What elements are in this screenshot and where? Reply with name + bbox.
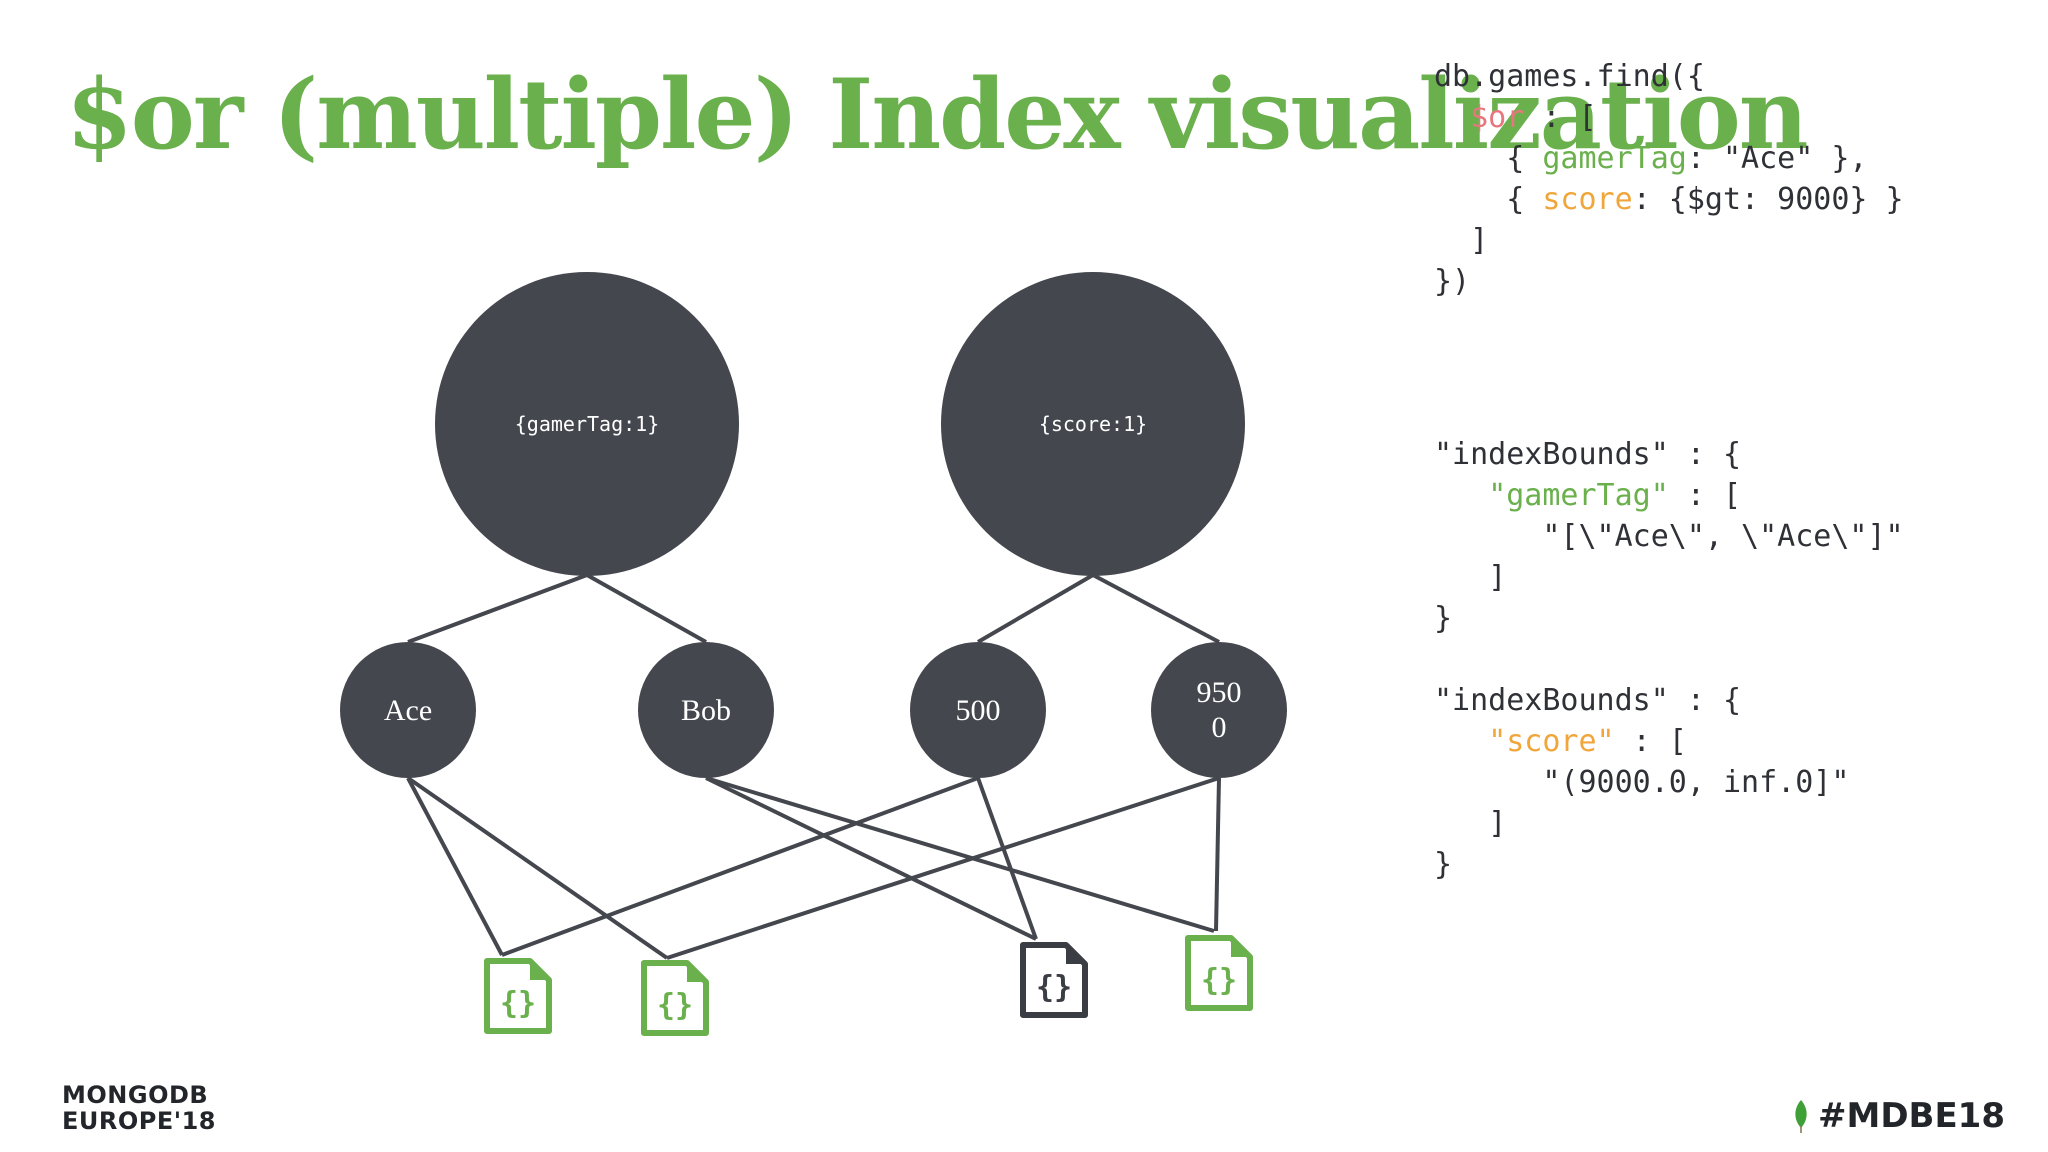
code-line: }) bbox=[1434, 264, 1471, 299]
key-node-label-line1: 950 bbox=[1197, 676, 1242, 709]
edge-score-500 bbox=[976, 573, 1095, 644]
code-text: : [ bbox=[1614, 724, 1687, 759]
bounds-value: "(9000.0, inf.0]" bbox=[1542, 765, 1850, 800]
json-document-icon: {} bbox=[1185, 935, 1253, 1011]
slide-title: $or (multiple) Index visualization bbox=[66, 58, 1809, 171]
index-bounds-score: "indexBounds" : { "score" : [ "(9000.0, … bbox=[1434, 680, 1849, 885]
gamertag-key: "gamerTag" bbox=[1488, 478, 1669, 513]
root-node-label: {score:1} bbox=[1039, 412, 1147, 436]
key-node-9500: 950 0 bbox=[1151, 642, 1287, 778]
event-brand-logo: MONGODB EUROPE'18 bbox=[62, 1082, 216, 1134]
edge-gamertag-ace bbox=[407, 573, 588, 644]
code-line: } bbox=[1434, 847, 1453, 882]
score-key: score bbox=[1542, 182, 1633, 217]
edge-score-9500 bbox=[1092, 573, 1220, 644]
code-line: } bbox=[1434, 601, 1453, 636]
edge-9500-doc4 bbox=[1214, 777, 1221, 932]
braces-glyph: {} bbox=[500, 986, 536, 1021]
index-bounds-gamertag: "indexBounds" : { "gamerTag" : [ "[\"Ace… bbox=[1434, 434, 1904, 639]
edge-gamertag-bob bbox=[586, 573, 707, 644]
code-text: : [ bbox=[1524, 100, 1597, 135]
brand-line: MONGODB bbox=[62, 1081, 209, 1109]
braces-glyph: {} bbox=[657, 988, 693, 1023]
code-line: ] bbox=[1434, 223, 1489, 258]
key-node-label: Ace bbox=[384, 694, 432, 727]
code-text: : [ bbox=[1668, 478, 1742, 513]
query-code-block: db.games.find({ $or : [ { gamerTag: "Ace… bbox=[1434, 56, 1904, 302]
code-line: "indexBounds" : { bbox=[1434, 437, 1742, 472]
code-text: : "Ace" }, bbox=[1686, 141, 1868, 176]
edge-bob-doc3 bbox=[705, 776, 1037, 941]
gamertag-key: gamerTag bbox=[1542, 141, 1687, 176]
document-icons: {} {} {} {} bbox=[484, 935, 1253, 1036]
braces-glyph: {} bbox=[1201, 963, 1237, 998]
json-document-icon: {} bbox=[484, 958, 552, 1034]
or-operator: $or bbox=[1470, 100, 1525, 135]
edge-500-doc1 bbox=[501, 776, 979, 957]
edge-500-doc3 bbox=[976, 777, 1038, 940]
bounds-value: "[\"Ace\", \"Ace\"]" bbox=[1542, 519, 1904, 554]
code-text: { bbox=[1434, 141, 1543, 176]
tree-edges bbox=[406, 573, 1221, 960]
json-document-icon: {} bbox=[641, 960, 709, 1036]
key-node-bob: Bob bbox=[638, 642, 774, 778]
json-document-icon: {} bbox=[1020, 942, 1088, 1018]
code-line: "indexBounds" : { bbox=[1434, 683, 1742, 718]
edge-9500-doc2 bbox=[666, 776, 1220, 960]
event-hashtag: #MDBE18 bbox=[1792, 1096, 2005, 1136]
root-node-gamertag: {gamerTag:1} bbox=[435, 272, 739, 576]
mongodb-leaf-icon bbox=[1795, 1100, 1807, 1133]
code-text: { bbox=[1434, 182, 1543, 217]
root-node-score: {score:1} bbox=[941, 272, 1245, 576]
code-line: ] bbox=[1488, 560, 1507, 595]
key-node-label: Bob bbox=[681, 694, 731, 727]
edge-ace-doc1 bbox=[406, 777, 504, 956]
code-line: db.games.find({ bbox=[1434, 59, 1705, 94]
hashtag-text: #MDBE18 bbox=[1818, 1096, 2005, 1136]
key-node-500: 500 bbox=[910, 642, 1046, 778]
root-node-label: {gamerTag:1} bbox=[515, 412, 660, 436]
score-key: "score" bbox=[1488, 724, 1615, 759]
braces-glyph: {} bbox=[1036, 970, 1072, 1005]
edge-ace-doc2 bbox=[406, 776, 669, 960]
brand-line: EUROPE'18 bbox=[62, 1107, 216, 1135]
code-text: : {$gt: 9000} } bbox=[1632, 182, 1904, 217]
key-node-label: 500 bbox=[956, 694, 1001, 727]
key-node-label-line2: 0 bbox=[1212, 711, 1227, 744]
code-line: ] bbox=[1488, 806, 1507, 841]
key-node-ace: Ace bbox=[340, 642, 476, 778]
edge-bob-doc4 bbox=[705, 776, 1215, 933]
